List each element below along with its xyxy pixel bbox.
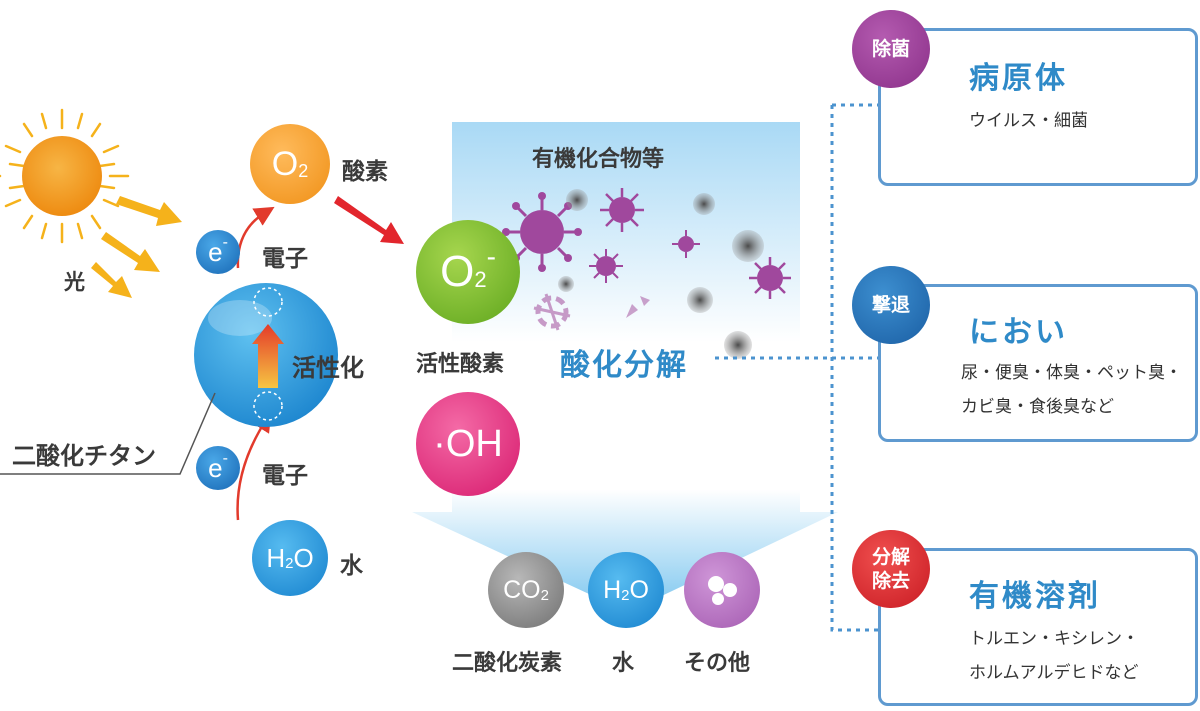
solvent-box: 有機溶剤 トルエン・キシレン・ ホルムアルデヒドなど [878, 548, 1198, 706]
oxygen-label: 酸素 [342, 159, 388, 185]
odor-title: におい [969, 315, 1068, 350]
virus-particles [502, 188, 791, 331]
co2-subscript: 2 [540, 586, 549, 604]
electron-top: e- [196, 230, 240, 274]
electron-symbol: e [208, 452, 223, 483]
decompose-badge: 分解 除去 [852, 530, 930, 608]
odor-desc-2: カビ臭・食後臭など [961, 397, 1114, 417]
solvent-title: 有機溶剤 [969, 579, 1101, 614]
oxidative-decomposition-label: 酸化分解 [560, 348, 688, 383]
electron-charge: - [222, 450, 228, 467]
solvent-desc-2: ホルムアルデヒドなど [969, 663, 1139, 683]
water-subscript: 2 [285, 554, 294, 572]
other-label: その他 [684, 651, 751, 676]
oxygen-subscript: 2 [298, 160, 309, 181]
co2-label: 二酸化炭素 [452, 651, 563, 676]
pathogen-desc-1: ウイルス・細菌 [969, 111, 1088, 131]
odor-desc-1: 尿・便臭・体臭・ペット臭・ [961, 363, 1182, 383]
deodorize-badge: 撃退 [852, 266, 930, 344]
superoxide-charge: - [486, 241, 496, 272]
titanium-leader-line [0, 392, 216, 475]
pathogen-title: 病原体 [969, 61, 1068, 96]
odor-box: におい 尿・便臭・体臭・ペット臭・ カビ臭・食後臭など [878, 284, 1198, 442]
water-product-label: 水 [612, 651, 635, 676]
other-products [684, 552, 760, 628]
active-oxygen-label: 活性酸素 [416, 352, 505, 377]
superoxide-subscript: 2 [474, 267, 487, 292]
water-product-o: O [629, 575, 649, 604]
activation-arrow [252, 324, 284, 388]
solvent-desc-1: トルエン・キシレン・ [969, 629, 1139, 649]
pathogen-box: 病原体 ウイルス・細菌 [878, 28, 1198, 186]
water-label: 水 [340, 553, 363, 579]
water-product-h: H [603, 575, 622, 604]
hydroxyl-symbol: ·OH [433, 422, 503, 465]
electron-charge: - [222, 234, 228, 251]
flow-arrow [412, 122, 838, 612]
sun [22, 136, 102, 216]
light-arrows [91, 196, 182, 298]
co2-symbol: CO [503, 575, 541, 604]
water-h: H [266, 542, 286, 573]
activation-label: 活性化 [292, 354, 364, 382]
dust-particles [558, 189, 764, 359]
titanium-dioxide-label: 二酸化チタン [12, 442, 156, 470]
superoxide-symbol: O [440, 247, 475, 296]
organic-compounds-label: 有機化合物等 [532, 147, 665, 172]
oxygen-symbol: O [271, 144, 299, 183]
sterilize-badge: 除菌 [852, 10, 930, 88]
dotted-connectors [715, 103, 880, 632]
electron-label-bottom: 電子 [262, 463, 308, 489]
electron-bottom: e- [196, 446, 240, 490]
water-product-subscript: 2 [621, 586, 630, 604]
electron-symbol: e [208, 236, 223, 267]
hydroxyl-radical: ·OH [416, 392, 520, 496]
water-o: O [293, 542, 314, 573]
electron-label-top: 電子 [262, 246, 308, 272]
other-products-icon [708, 576, 737, 605]
electron-arrow-bottom [236, 411, 272, 521]
oxygen-to-superoxide-arrow [334, 196, 404, 244]
light-label: 光 [64, 270, 85, 294]
sun-rays [0, 108, 130, 244]
